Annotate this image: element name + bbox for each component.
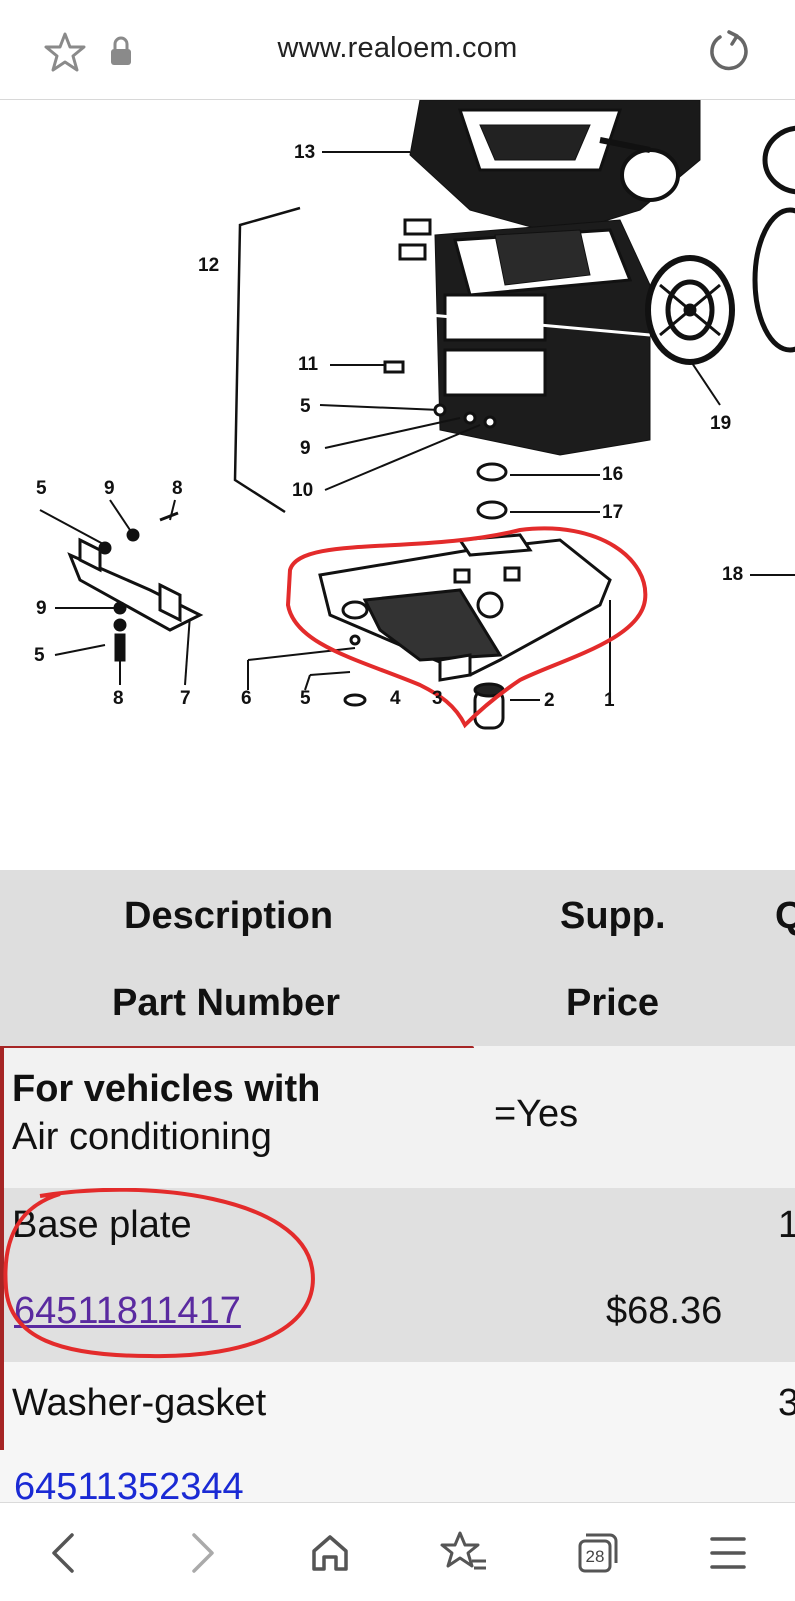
callout-5-bottom: 5 [300, 688, 311, 709]
callout-9: 9 [300, 438, 311, 459]
header-description: Description [124, 895, 334, 937]
menu-icon[interactable] [700, 1525, 756, 1581]
callout-9-left: 9 [104, 478, 115, 499]
back-icon[interactable] [38, 1525, 94, 1581]
bookmarks-icon[interactable] [436, 1525, 492, 1581]
part-description: Base plate [12, 1204, 192, 1246]
callout-18: 18 [722, 564, 744, 585]
parts-diagram: 13 12 11 5 9 10 16 17 19 5 9 8 9 5 8 7 6… [0, 100, 795, 870]
bookmark-star-icon[interactable] [44, 31, 86, 73]
red-circle-annotation [3, 1188, 315, 1359]
callout-5: 5 [300, 396, 311, 417]
callout-9-lower: 9 [36, 598, 47, 619]
row-marker [0, 1046, 4, 1188]
callout-4: 4 [390, 688, 401, 709]
callout-13: 13 [294, 142, 316, 163]
part-price: $68.36 [606, 1290, 723, 1332]
callout-16: 16 [602, 464, 624, 485]
home-icon[interactable] [302, 1525, 358, 1581]
address-bar: www.realoem.com [0, 0, 795, 100]
parts-diagram-drawing [39, 100, 795, 730]
part-number-link[interactable]: 64511352344 [14, 1466, 244, 1502]
part-number-link[interactable]: 64511811417 [14, 1290, 241, 1332]
callout-5-lower: 5 [34, 645, 45, 666]
row-marker-top [4, 1046, 474, 1048]
callout-11: 11 [298, 354, 319, 375]
callout-8-left: 8 [172, 478, 183, 499]
vehicle-condition-value: =Yes [494, 1093, 579, 1135]
header-qty-partial: Q [775, 895, 795, 937]
browser-nav-bar: 28 [0, 1502, 795, 1601]
tab-count: 28 [586, 1547, 605, 1566]
callout-1: 1 [604, 690, 615, 711]
callout-19: 19 [710, 413, 732, 434]
table-row[interactable]: Base plate 1 64511811417 $68.36 [0, 1188, 795, 1362]
tabs-icon[interactable]: 28 [568, 1525, 624, 1581]
row-marker [0, 1362, 4, 1450]
reload-icon[interactable] [706, 28, 752, 74]
table-header: Description Supp. Q Part Number Price [0, 870, 795, 1046]
callout-3: 3 [432, 688, 443, 709]
vehicle-condition-title: For vehicles with [12, 1068, 321, 1110]
callout-7: 7 [180, 688, 191, 709]
lock-icon [111, 36, 131, 65]
vehicle-condition-row: For vehicles with Air conditioning =Yes [0, 1046, 795, 1188]
header-part-number: Part Number [112, 982, 341, 1024]
row-marker [0, 1188, 4, 1362]
callout-10: 10 [292, 480, 314, 501]
vehicle-condition-feature: Air conditioning [12, 1116, 272, 1158]
forward-icon[interactable] [172, 1525, 228, 1581]
header-supp: Supp. [560, 895, 666, 937]
callout-12: 12 [198, 255, 220, 276]
part-qty: 1 [778, 1204, 795, 1246]
callout-17: 17 [602, 502, 624, 523]
part-qty: 3 [778, 1382, 795, 1424]
callout-2: 2 [544, 690, 555, 711]
table-row[interactable]: Washer-gasket 3 64511352344 [0, 1362, 795, 1502]
callout-8-lower: 8 [113, 688, 124, 709]
callout-6: 6 [241, 688, 252, 709]
part-description: Washer-gasket [12, 1382, 267, 1424]
callout-5-left: 5 [36, 478, 47, 499]
parts-table: Description Supp. Q Part Number Price Fo… [0, 870, 795, 1502]
url-text[interactable]: www.realoem.com [277, 32, 518, 64]
header-price: Price [566, 982, 659, 1024]
